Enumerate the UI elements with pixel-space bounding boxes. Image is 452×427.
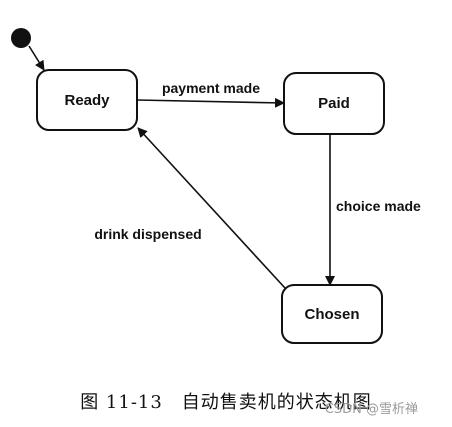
watermark: CSDN @雪析禅: [324, 402, 418, 417]
state-chosen-label: Chosen: [304, 306, 359, 323]
state-paid-label: Paid: [318, 95, 350, 112]
transition-payment-made-label: payment made: [162, 80, 260, 96]
transition-drink-dispensed-label: drink dispensed: [94, 226, 201, 242]
transition-chosen-to-ready: [137, 127, 286, 289]
transition-initial-to-ready: [28, 45, 45, 71]
transition-ready-to-paid: [136, 97, 285, 108]
state-ready-label: Ready: [64, 92, 110, 109]
transition-choice-made-label: choice made: [336, 198, 421, 214]
figure-caption: 图 11-13 自动售卖机的状态机图: [80, 392, 372, 413]
initial-state-dot: [11, 28, 31, 48]
